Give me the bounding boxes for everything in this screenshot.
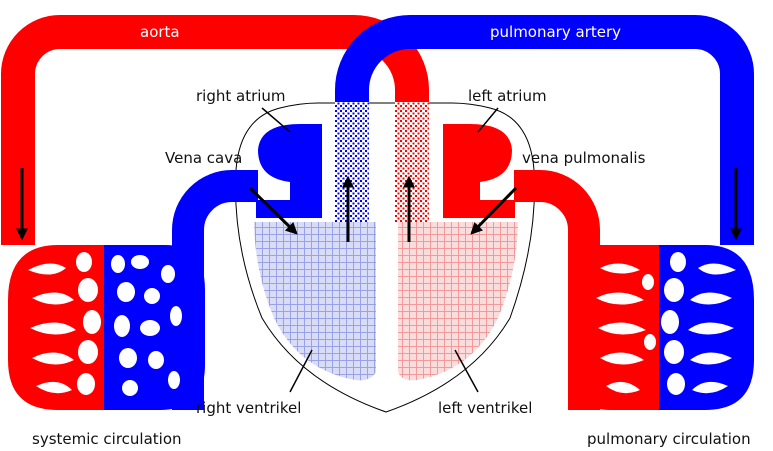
pulmonary-trunk-segment bbox=[335, 102, 369, 222]
systemic-capillary-bed bbox=[8, 245, 205, 410]
right-atrium-label: right atrium bbox=[196, 87, 286, 105]
left-atrium-label: left atrium bbox=[468, 87, 547, 105]
vena-pulmonalis-label: vena pulmonalis bbox=[522, 149, 646, 167]
left-ventrikel-label: left ventrikel bbox=[438, 399, 532, 417]
right-ventrikel-label: right ventrikel bbox=[196, 399, 301, 417]
left-atrium bbox=[443, 124, 515, 218]
pulmonary-artery-label: pulmonary artery bbox=[490, 23, 621, 41]
pulmonary-capillary-bed bbox=[570, 245, 754, 410]
aorta-label: aorta bbox=[140, 23, 180, 41]
right-ventricle bbox=[254, 222, 376, 380]
aorta-trunk-segment bbox=[395, 102, 429, 222]
pulmonary-circulation-label: pulmonary circulation bbox=[587, 430, 751, 448]
vena-cava-label: Vena cava bbox=[165, 149, 242, 167]
systemic-circulation-label: systemic circulation bbox=[32, 430, 182, 448]
